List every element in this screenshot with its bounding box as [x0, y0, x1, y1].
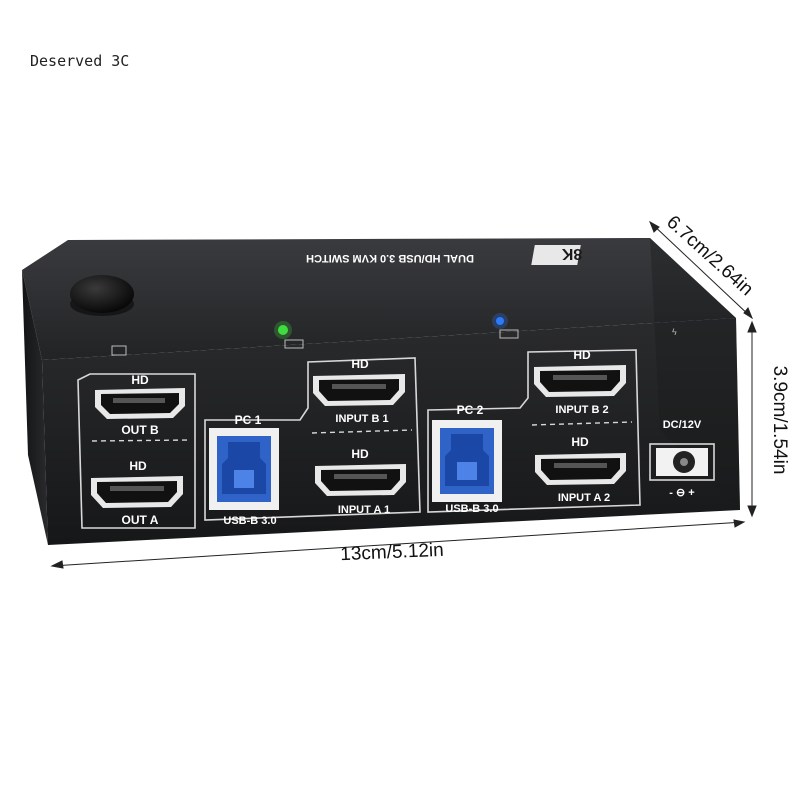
label-out-b-hd: HD — [131, 373, 149, 387]
dimension-lines — [50, 220, 757, 569]
dc-jack[interactable] — [656, 448, 708, 476]
led-green — [278, 325, 288, 335]
device-left-side — [22, 270, 48, 545]
hdmi-port-input-b2[interactable] — [534, 365, 626, 397]
device-top — [22, 238, 736, 360]
label-pc2: PC 2 — [457, 403, 484, 417]
out-group-frame — [77, 373, 196, 529]
dimension-height: 3.9cm/1.54in — [769, 366, 790, 475]
label-out-a-hd: HD — [129, 459, 147, 473]
label-usb2: USB-B 3.0 — [445, 503, 498, 515]
usb-b-port-pc2[interactable] — [432, 420, 502, 502]
screen-icon-2 — [499, 329, 519, 339]
label-input-b2-hd: HD — [573, 348, 591, 362]
label-input-a1: INPUT A 1 — [338, 504, 390, 516]
badge-8k: 8K — [531, 245, 582, 265]
hdmi-port-input-b1[interactable] — [313, 374, 405, 406]
label-input-a1-hd: HD — [351, 447, 369, 461]
label-dc: DC/12V — [663, 419, 702, 431]
dimension-width: 13cm/5.12in — [340, 540, 444, 565]
switch-knob[interactable] — [70, 275, 134, 316]
hdmi-port-out-b[interactable] — [95, 388, 185, 419]
hdmi-port-input-a1[interactable] — [315, 464, 406, 496]
usb-b-port-pc1[interactable] — [209, 428, 279, 510]
hdmi-port-out-a[interactable] — [91, 476, 183, 508]
label-out-b: OUT B — [121, 423, 159, 437]
label-input-b2: INPUT B 2 — [555, 404, 608, 416]
top-label: DUAL HD/USB 3.0 KVM SWITCH — [306, 252, 474, 264]
label-out-a: OUT A — [122, 513, 159, 527]
label-usb1: USB-B 3.0 — [223, 515, 276, 527]
led-blue — [496, 317, 504, 325]
label-input-b1-hd: HD — [351, 357, 369, 371]
power-icon: ϟ — [672, 327, 677, 337]
dc-jack-frame — [649, 443, 715, 481]
brand-watermark: Deserved 3C — [30, 52, 130, 70]
pc1-group-frame — [204, 357, 421, 521]
label-pc1: PC 1 — [235, 413, 262, 427]
hdmi-port-input-a2[interactable] — [535, 453, 626, 485]
screen-icon-0 — [111, 345, 127, 356]
screen-icon-1 — [284, 339, 304, 349]
badge-text: 8K — [561, 245, 582, 262]
label-polarity: - ⊖ + — [669, 487, 694, 499]
label-input-a2: INPUT A 2 — [558, 492, 610, 504]
label-input-b1: INPUT B 1 — [335, 413, 388, 425]
pc2-group-frame — [427, 349, 641, 513]
label-input-a2-hd: HD — [571, 435, 589, 449]
